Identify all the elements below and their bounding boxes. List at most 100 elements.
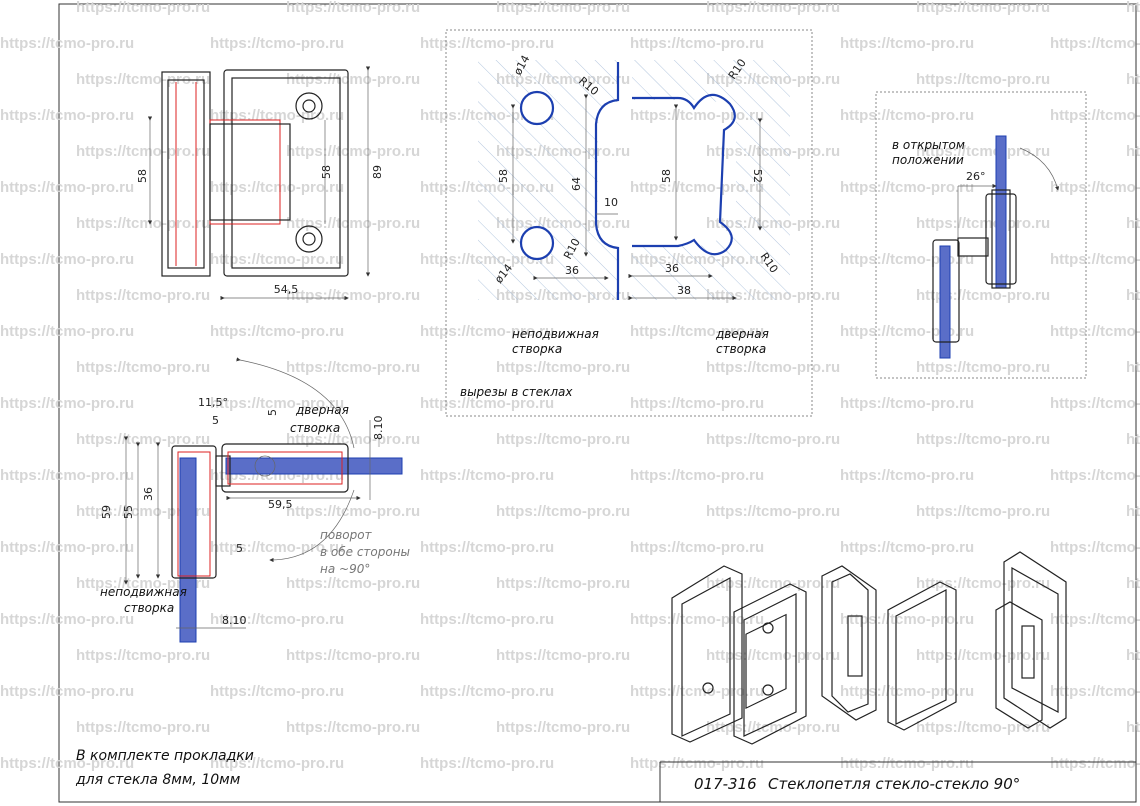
open-label-1: в открытом [892,138,965,152]
watermark-text: https://tcmo-pro.ru [210,395,344,412]
section-dim-595: 59,5 [268,498,293,511]
rotation-note-2: в обе стороны [320,545,410,559]
section-dim-59: 59 [100,505,113,519]
product-code: 017-316 [694,775,757,793]
section-dim-810-bottom: 8.10 [222,614,247,627]
watermark-text: https://tcmo-pro.ru [0,467,134,484]
dim-52: 52 [751,169,764,183]
section-dim-5-bottom: 5 [236,542,243,555]
watermark-text: https://tcmo-pro.ru [210,323,344,340]
cutout-label-fixed-2: створка [512,342,562,356]
watermark-text: https://tcmo-pro.ru [76,287,210,304]
kit-note-line-2: для стекла 8мм, 10мм [75,772,241,788]
watermark-text: https://tcmo-pro.ru [76,503,210,520]
watermark-text: https://tcmo-pro.ru [630,107,764,124]
watermark-text: https://tcmo-pro.ru [630,611,764,628]
watermark-text: https://tcmo-pro.ru [210,755,344,772]
watermark-text: https://tcmo-pro.ru [630,683,764,700]
watermark-text: https://tcmo-pro.ru [1050,683,1140,700]
watermark-text: https://tcmo-pro.ru [630,35,764,52]
dim-38: 38 [677,284,691,297]
watermark-text: https://tcmo-pro.ru [840,683,974,700]
watermark-text: https://tcmo-pro.ru [1050,323,1140,340]
rotation-note-3: на ~90° [320,562,370,576]
watermark-text: https://tcmo-pro.ru [0,107,134,124]
watermark-text: https://tcmo-pro.ru [0,251,134,268]
watermark-text: https://tcmo-pro.ru [840,107,974,124]
watermark-text: https://tcmo-pro.ru [420,467,554,484]
watermark-text: https://tcmo-pro.ru [420,539,554,556]
watermark-text: https://tcmo-pro.ru [496,647,630,664]
watermark-text: https://tcmo-pro.ru [706,719,840,736]
watermark-text: https://tcmo-pro.ru [286,215,420,232]
watermark-text: https://tcmo-pro.ru [1050,107,1140,124]
watermark-text: https://tcmo-pro.ru [840,35,974,52]
title-block: 017-316 Стеклопетля стекло-стекло 90° [659,761,1136,802]
watermark-text: https://tcmo-pro.ru [0,755,134,772]
section-label-fixed-2: створка [124,601,174,615]
watermark-text: https://tcmo-pro.ru [76,719,210,736]
hinge-section-view: 11,5° 5 5 5 8.10 8.10 59 55 36 59,5 двер… [100,357,410,643]
watermark-text: https://tcmo-pro.ru [840,323,974,340]
watermark-text: https://tcmo-pro.ru [286,719,420,736]
watermark-text: https://tcmo-pro.ru [420,755,554,772]
watermark-text: https://tcmo-pro.ru [0,395,134,412]
watermark-text: https://tcmo-pro.ru [0,323,134,340]
watermark-text: https://tcmo-pro.ru [286,647,420,664]
watermark-text: https://tcmo-pro.ru [630,467,764,484]
watermark-text: https://tcmo-pro.ru [840,755,974,772]
watermark-text: https://tcmo-pro.ru [420,683,554,700]
watermark-text: https://tcmo-pro.ru [1126,0,1140,16]
watermark-text: https://tcmo-pro.ru [916,719,1050,736]
watermark-text: https://tcmo-pro.ru [916,215,1050,232]
watermark-text: https://tcmo-pro.ru [286,143,420,160]
watermark-text: https://tcmo-pro.ru [1126,503,1140,520]
dim-36-right: 36 [665,262,679,275]
watermark-text: https://tcmo-pro.ru [210,611,344,628]
watermark-text: https://tcmo-pro.ru [286,287,420,304]
watermark-text: https://tcmo-pro.ru [1050,467,1140,484]
dim-height-inner: 58 [320,165,333,179]
dim-36-left: 36 [565,264,579,277]
watermark-text: https://tcmo-pro.ru [706,647,840,664]
watermark-text: https://tcmo-pro.ru [706,359,840,376]
watermark-text: https://tcmo-pro.ru [840,539,974,556]
watermark-text: https://tcmo-pro.ru [916,647,1050,664]
watermark-text: https://tcmo-pro.ru [630,755,764,772]
dim-64: 64 [570,177,583,191]
watermark-text: https://tcmo-pro.ru [286,71,420,88]
product-name: Стеклопетля стекло-стекло 90° [768,775,1020,793]
section-angle: 11,5° [198,396,228,409]
section-dim-55: 55 [122,505,135,519]
watermark-text: https://tcmo-pro.ru [210,179,344,196]
watermark-text: https://tcmo-pro.ru [76,359,210,376]
dim-10: 10 [604,196,618,209]
watermark-text: https://tcmo-pro.ru [496,0,630,16]
watermark-text: https://tcmo-pro.ru [420,395,554,412]
watermark-text: https://tcmo-pro.ru [706,575,840,592]
watermark-text: https://tcmo-pro.ru [210,683,344,700]
watermark-layer: https://tcmo-pro.ru https://tcmo-pro.ru ht… [0,0,1140,772]
watermark-text: https://tcmo-pro.ru [1126,359,1140,376]
watermark-text: https://tcmo-pro.ru [840,395,974,412]
watermark-text: https://tcmo-pro.ru [1050,251,1140,268]
dim-58-left: 58 [497,169,510,183]
open-angle: 26° [966,170,986,183]
watermark-text: https://tcmo-pro.ru [1050,395,1140,412]
rotation-note-1: поворот [320,528,373,542]
watermark-text: https://tcmo-pro.ru [76,215,210,232]
sheet-frame [58,3,1137,803]
watermark-text: https://tcmo-pro.ru [1050,35,1140,52]
watermark-text: https://tcmo-pro.ru [706,503,840,520]
watermark-text: https://tcmo-pro.ru [916,0,1050,16]
watermark-text: https://tcmo-pro.ru [630,323,764,340]
watermark-text: https://tcmo-pro.ru [840,611,974,628]
watermark-text: https://tcmo-pro.ru [706,0,840,16]
watermark-text: https://tcmo-pro.ru [630,395,764,412]
watermark-text: https://tcmo-pro.ru [916,71,1050,88]
watermark-text: https://tcmo-pro.ru [916,143,1050,160]
dim-height-left: 58 [136,169,149,183]
watermark-text: https://tcmo-pro.ru [1126,431,1140,448]
watermark-text: https://tcmo-pro.ru [76,647,210,664]
